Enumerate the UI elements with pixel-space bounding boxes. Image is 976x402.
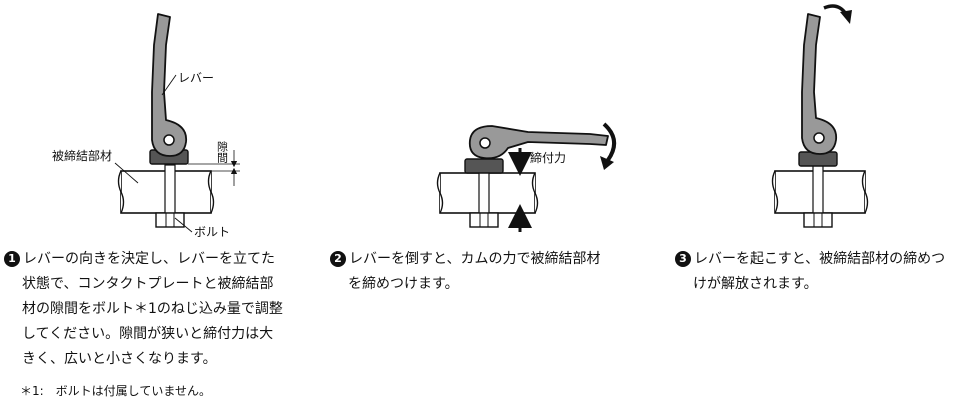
footnote: ＊1: ボルトは付属していません。 xyxy=(20,384,211,398)
gap-dimension xyxy=(188,150,240,186)
step-1-number: 1 xyxy=(4,251,20,267)
lever-3 xyxy=(801,13,838,155)
clamping-force-label: 締付力 xyxy=(530,150,566,165)
contact-plate-2 xyxy=(464,158,504,174)
lever-label: レバー xyxy=(178,71,214,85)
step-3-line-2: けが解放されます。 xyxy=(693,276,818,292)
step-1-line-3: 材の隙間をボルト＊1のねじ込み量で調整 xyxy=(22,301,283,317)
bolt-label: ボルト xyxy=(194,225,230,239)
gap-label: 隙間 xyxy=(216,140,229,164)
step-1-line-4: してください。隙間が狭いと締付力は大 xyxy=(22,326,274,342)
clamped-member-label: 被締結部材 xyxy=(52,148,112,163)
panel-2-clamp xyxy=(436,122,616,232)
step-3-number: 3 xyxy=(675,251,691,267)
lever-2 xyxy=(468,125,609,160)
rotate-down-arrow xyxy=(602,122,616,162)
panel-3-release xyxy=(771,4,869,228)
bolt-1 xyxy=(155,164,185,228)
step-2-number: 2 xyxy=(330,251,346,267)
step-1-line-5: きく、広いと小さくなります。 xyxy=(22,351,217,367)
lever-1 xyxy=(151,13,188,157)
step-2-line-2: を締めつけます。 xyxy=(348,276,459,292)
panel-1-adjust-gap xyxy=(114,13,240,233)
step-1-line-2: 状態で、コンタクトプレートと被締結部 xyxy=(22,276,274,292)
bolt-3 xyxy=(803,164,833,228)
